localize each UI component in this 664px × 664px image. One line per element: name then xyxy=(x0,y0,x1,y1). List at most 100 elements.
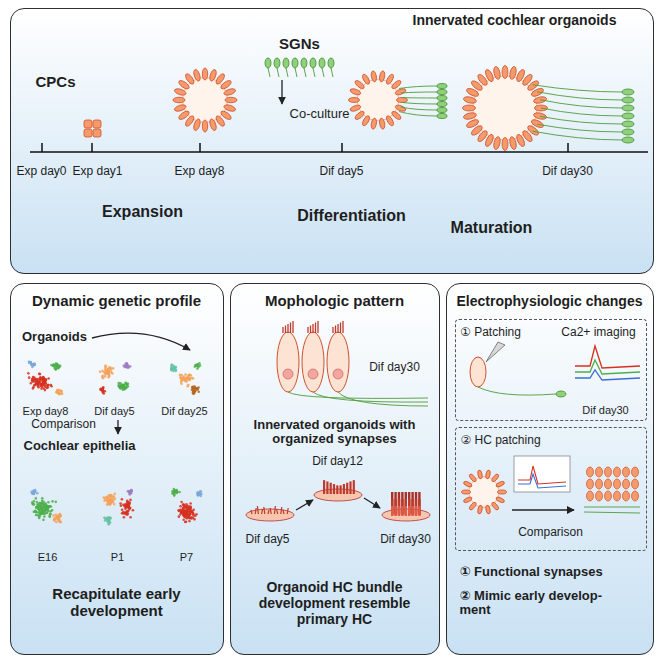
stereocilia xyxy=(292,321,293,333)
bristle xyxy=(401,499,403,515)
hair-cell xyxy=(277,332,299,392)
progenitor-cell xyxy=(84,120,92,128)
bristle xyxy=(353,480,355,494)
neuron xyxy=(622,137,634,143)
bristle xyxy=(411,506,413,516)
heading-text: Recapitulate early development xyxy=(22,584,212,619)
neurite xyxy=(402,102,437,104)
bristle xyxy=(323,480,325,494)
organoid-ring xyxy=(463,66,548,151)
current-trace xyxy=(518,474,566,488)
neuron xyxy=(622,89,634,95)
organoid-ring xyxy=(173,68,237,132)
hair-cell xyxy=(632,479,639,489)
umap-plot xyxy=(102,489,134,526)
bristle xyxy=(251,510,252,514)
bristle xyxy=(415,499,417,515)
bristle xyxy=(405,506,407,516)
bristle xyxy=(268,510,269,514)
hair-cell xyxy=(587,467,594,477)
umap-plot xyxy=(99,362,132,395)
heading-text: ② Mimic early develop- ment xyxy=(460,589,632,619)
stereocilia xyxy=(315,323,316,334)
hair-cell xyxy=(596,467,603,477)
panel-ground xyxy=(10,283,224,655)
heading-text: Innervated cochlear organoids xyxy=(413,11,617,27)
bristle xyxy=(408,506,410,516)
bristle xyxy=(255,508,256,514)
neuron xyxy=(301,58,307,68)
hair-cell xyxy=(470,357,486,387)
neurite xyxy=(322,68,324,77)
hair-cell xyxy=(587,491,594,501)
hair-cell xyxy=(605,479,612,489)
organoid-ring xyxy=(462,470,507,515)
neurite xyxy=(541,108,622,116)
bristle xyxy=(333,484,335,494)
umap-plot xyxy=(171,488,202,524)
neuron xyxy=(292,58,298,68)
neurite xyxy=(268,68,270,77)
current-trace xyxy=(518,466,566,484)
genetic-panel: Dynamic genetic profileOrganoidsExp day8… xyxy=(10,283,224,655)
label-text: E16 xyxy=(38,550,58,563)
hair-cell xyxy=(614,467,621,477)
neurite xyxy=(295,68,297,77)
label-text: Exp day8 xyxy=(23,404,69,417)
umap-plot xyxy=(30,489,62,524)
bristle xyxy=(349,481,351,494)
pipette xyxy=(486,342,505,362)
bristle xyxy=(394,506,396,516)
label-text: Dif day12 xyxy=(312,455,363,469)
neuron xyxy=(556,391,566,397)
neuron xyxy=(328,58,334,68)
bristle xyxy=(287,508,288,514)
label-text: Exp day0 xyxy=(16,165,66,179)
hair-cell xyxy=(587,479,594,489)
timeline-panel: CPCsSGNsInnervated cochlear organoidsCo-… xyxy=(10,8,654,274)
stereocilia xyxy=(342,321,343,333)
stereocilia xyxy=(285,326,286,334)
bristle xyxy=(343,484,345,494)
bristle xyxy=(326,481,328,494)
patching-box: ① PatchingCa2+ imagingDif day30 xyxy=(455,319,647,421)
bristle xyxy=(336,485,338,494)
neuron xyxy=(437,96,447,101)
label-text: Dif day5 xyxy=(94,404,134,417)
label-text: ① Patching xyxy=(460,326,521,340)
label-text: Exp day1 xyxy=(72,165,122,179)
stereocilia xyxy=(290,323,291,334)
organoid-ring xyxy=(349,71,408,130)
heading-text: Organoids xyxy=(22,329,87,344)
label-text: Exp day8 xyxy=(174,165,224,179)
label-text: Dif day30 xyxy=(369,361,420,375)
bristle xyxy=(418,506,420,516)
stereocilia xyxy=(287,324,288,333)
stage-arrow xyxy=(296,500,313,510)
hair-cell xyxy=(302,332,324,392)
stereocilia xyxy=(337,324,338,333)
heading-text: Maturation xyxy=(451,218,533,236)
stereocilia xyxy=(310,326,311,334)
neuron xyxy=(622,97,634,103)
nucleus xyxy=(283,369,293,379)
stereocilia xyxy=(282,327,283,333)
bristle xyxy=(330,483,332,494)
heading-text: SGNs xyxy=(279,35,320,52)
neuron xyxy=(437,108,447,113)
neuron xyxy=(437,114,447,119)
bristle xyxy=(401,506,403,516)
neuron xyxy=(622,113,634,119)
neurite xyxy=(277,68,279,77)
bristle xyxy=(346,483,348,494)
hair-cell xyxy=(614,479,621,489)
label-text: Dif day25 xyxy=(161,404,207,417)
bristle xyxy=(262,509,263,514)
tick xyxy=(91,143,93,152)
hair-cell xyxy=(605,491,612,501)
comparison-arrow xyxy=(512,509,574,510)
bristle xyxy=(415,506,417,516)
label-text: P7 xyxy=(180,550,193,563)
neurite xyxy=(288,392,428,398)
label-text: Comparison xyxy=(518,526,583,540)
